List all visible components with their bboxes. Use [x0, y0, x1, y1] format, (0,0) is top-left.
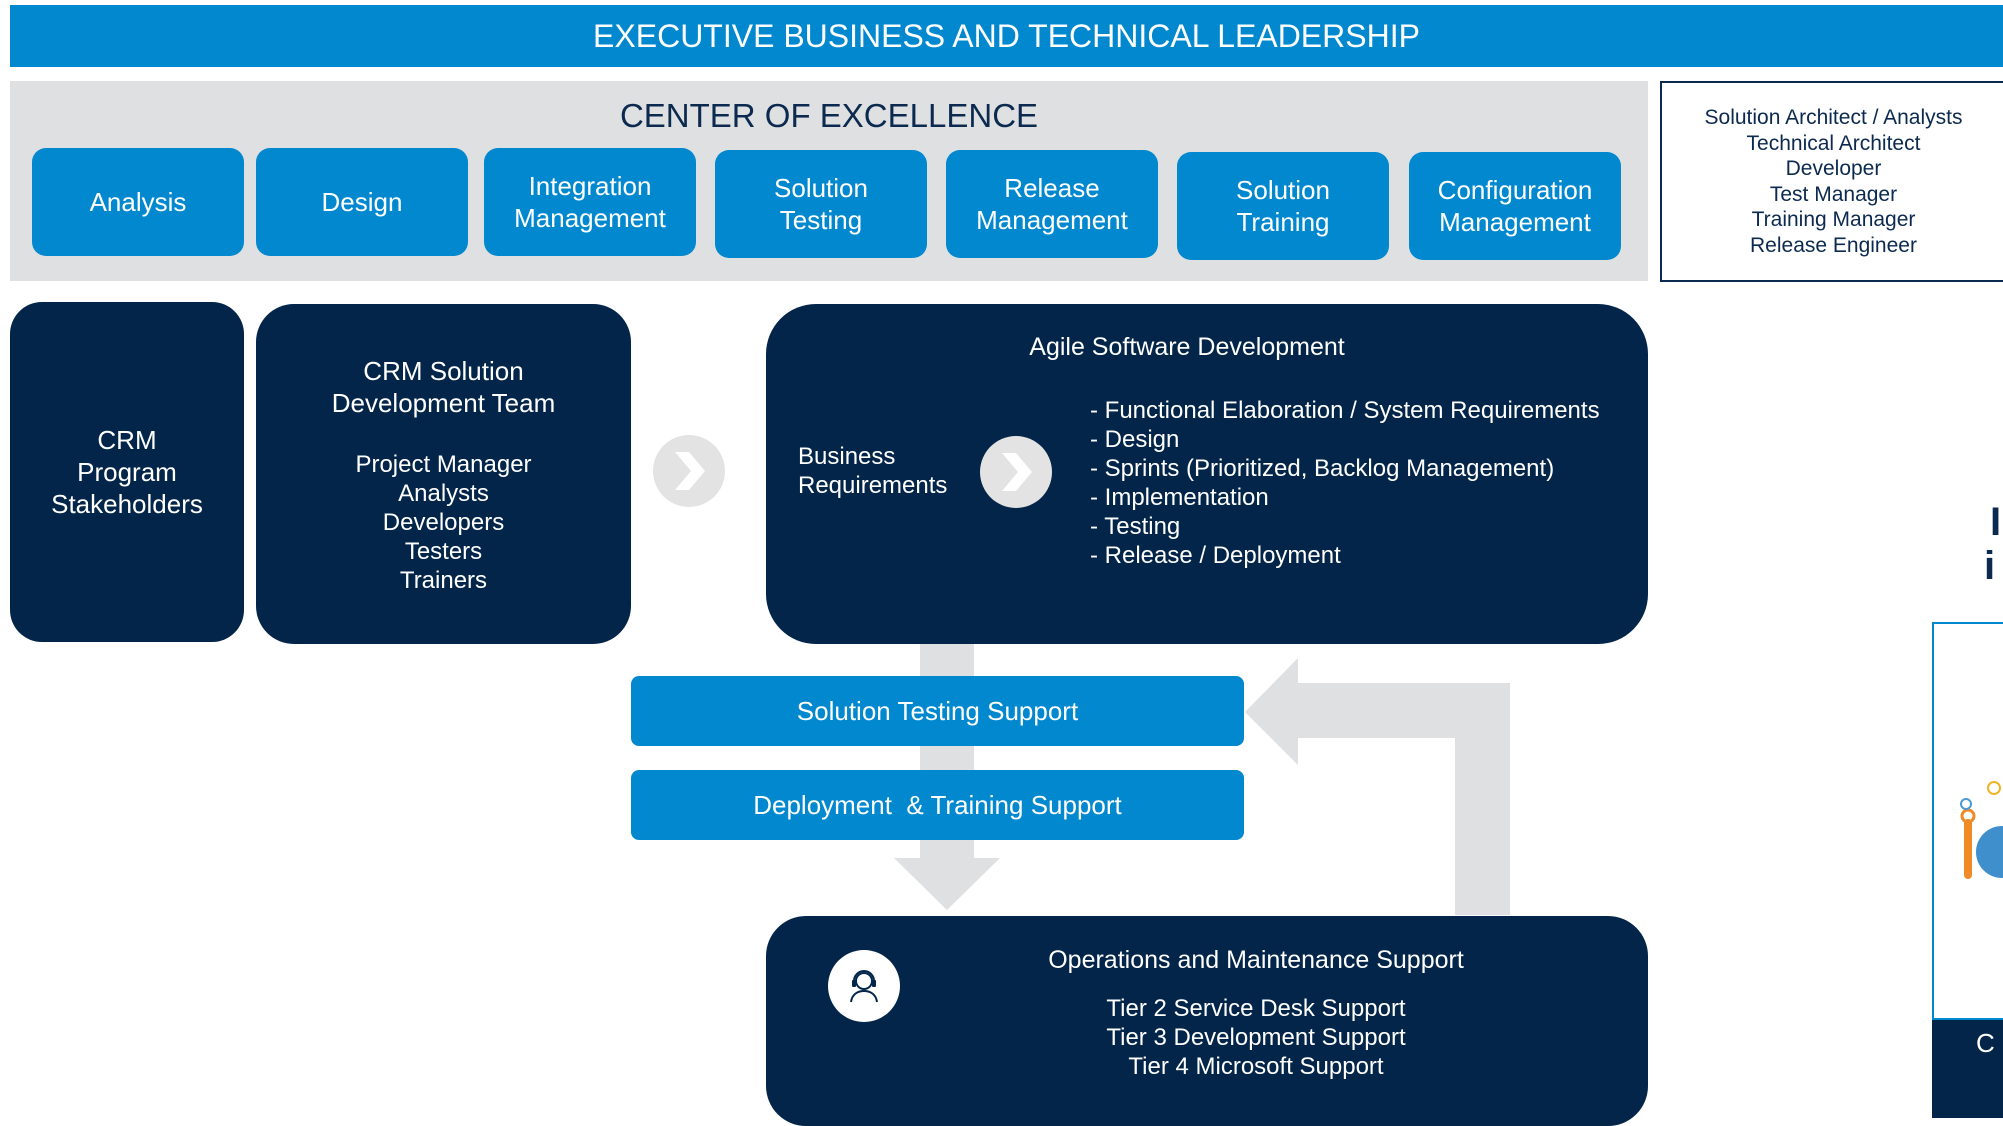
- role-item: Release Engineer: [1750, 233, 1917, 257]
- dev-team-box: CRM Solution Development Team Project Ma…: [256, 304, 631, 644]
- agile-box: Agile Software Development Business Requ…: [766, 304, 1648, 644]
- deployment-training-support-label: Deployment & Training Support: [753, 789, 1122, 820]
- coe-analysis: Analysis: [32, 148, 244, 256]
- operations-box: Operations and Maintenance Support Tier …: [766, 916, 1648, 1126]
- coe-configuration-line-1: Configuration: [1437, 175, 1593, 205]
- cutoff-panel: [1932, 622, 2003, 1020]
- agile-title-text: Agile Software Development: [1029, 332, 1345, 361]
- agile-step: - Functional Elaboration / System Requir…: [1090, 397, 1600, 424]
- stakeholders-line-2: Program: [77, 457, 177, 487]
- coe-configuration-management: Configuration Management: [1409, 152, 1621, 260]
- illustration-icon: [1960, 781, 2003, 879]
- coe-design-label: Design: [321, 187, 403, 217]
- coe-solution-testing: Solution Testing: [715, 150, 927, 258]
- agile-step: - Design: [1090, 426, 1180, 453]
- agile-step: - Implementation: [1090, 484, 1269, 511]
- dev-team-member: Developers: [382, 508, 505, 536]
- leadership-banner-title: EXECUTIVE BUSINESS AND TECHNICAL LEADERS…: [593, 17, 1420, 54]
- role-item: Solution Architect / Analysts: [1704, 106, 1963, 129]
- role-item: Developer: [1785, 157, 1882, 180]
- cutoff-glyph: I: [1990, 500, 2002, 544]
- business-requirements-line-1: Business: [798, 443, 896, 470]
- coe-solution-training-line-1: Solution: [1236, 175, 1330, 205]
- solution-testing-support-label: Solution Testing Support: [796, 695, 1079, 726]
- operations-title: Operations and Maintenance Support: [896, 940, 1616, 980]
- coe-release-line-1: Release: [1004, 173, 1100, 203]
- coe-integration-line-2: Management: [514, 203, 666, 233]
- coe-configuration-line-2: Management: [1439, 207, 1591, 237]
- operations-title-text: Operations and Maintenance Support: [1048, 945, 1464, 974]
- stakeholders-box: CRM Program Stakeholders: [10, 302, 244, 642]
- coe-release-line-2: Management: [976, 205, 1128, 235]
- agile-step: - Release / Deployment: [1090, 542, 1341, 569]
- role-item: Technical Architect: [1746, 131, 1921, 155]
- chevron-right-icon: [653, 435, 725, 507]
- dev-team-title: CRM Solution Development Team: [256, 354, 631, 420]
- agile-step: - Sprints (Prioritized, Backlog Manageme…: [1090, 455, 1555, 482]
- dev-team-member: Trainers: [399, 566, 488, 594]
- cutoff-footer: C: [1932, 1020, 2003, 1118]
- feedback-arrow: [1245, 658, 1510, 915]
- operations-tiers: Tier 2 Service Desk Support Tier 3 Devel…: [896, 992, 1616, 1082]
- agile-title: Agile Software Development: [766, 324, 1608, 370]
- coe-analysis-label: Analysis: [89, 187, 187, 217]
- coe-release-management: Release Management: [946, 150, 1158, 258]
- dev-team-members: Project Manager Analysts Developers Test…: [256, 448, 631, 596]
- solution-testing-support: Solution Testing Support: [631, 676, 1244, 746]
- leadership-banner: EXECUTIVE BUSINESS AND TECHNICAL LEADERS…: [10, 5, 2003, 67]
- coe-title: CENTER OF EXCELLENCE: [10, 94, 1648, 138]
- coe-solution-training: Solution Training: [1177, 152, 1389, 260]
- agile-step: - Testing: [1090, 513, 1181, 540]
- coe-solution-testing-line-2: Testing: [779, 205, 863, 235]
- stakeholders-line-3: Stakeholders: [51, 489, 203, 519]
- dev-team-title-line-2: Development Team: [331, 388, 556, 418]
- dev-team-member: Analysts: [398, 479, 489, 507]
- operations-tier: Tier 3 Development Support: [1106, 1023, 1406, 1051]
- deployment-training-support: Deployment & Training Support: [631, 770, 1244, 840]
- coe-integration-management: Integration Management: [484, 148, 696, 256]
- coe-solution-training-line-2: Training: [1236, 207, 1330, 237]
- coe-title-text: CENTER OF EXCELLENCE: [619, 97, 1039, 134]
- cutoff-heading: I i: [1984, 500, 2002, 588]
- chevron-right-icon: [980, 436, 1052, 508]
- coe-solution-testing-line-1: Solution: [774, 173, 868, 203]
- coe-design: Design: [256, 148, 468, 256]
- cutoff-footer-glyph: C: [1976, 1028, 1995, 1058]
- dev-team-member: Project Manager: [355, 450, 532, 478]
- role-item: Training Manager: [1751, 208, 1916, 231]
- cutoff-glyph: i: [1984, 544, 1996, 588]
- dev-team-title-line-1: CRM Solution: [363, 356, 524, 386]
- roles-list: Solution Architect / Analysts Technical …: [1660, 81, 2003, 282]
- coe-integration-line-1: Integration: [528, 171, 652, 201]
- role-item: Test Manager: [1769, 182, 1898, 206]
- agile-steps: - Functional Elaboration / System Requir…: [1090, 396, 1630, 576]
- business-requirements-line-2: Requirements: [798, 472, 948, 499]
- stakeholders-line-1: CRM: [97, 425, 157, 455]
- support-agent-icon: [828, 950, 900, 1022]
- business-requirements: Business Requirements: [798, 442, 998, 506]
- operations-tier: Tier 2 Service Desk Support: [1106, 994, 1406, 1022]
- dev-team-member: Testers: [404, 537, 483, 565]
- operations-tier: Tier 4 Microsoft Support: [1128, 1052, 1384, 1080]
